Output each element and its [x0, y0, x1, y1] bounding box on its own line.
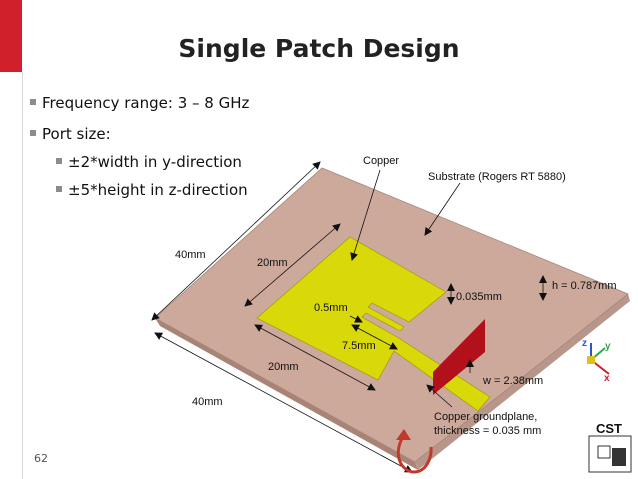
accent-bar	[0, 0, 22, 72]
label-substrate: Substrate (Rogers RT 5880)	[428, 171, 566, 183]
pointer-copper	[350, 169, 381, 261]
label-inset-depth: 7.5mm	[342, 340, 376, 352]
bullet-square-icon	[56, 185, 62, 192]
axis-label-x: x	[604, 373, 610, 384]
label-patch-length: 20mm	[268, 361, 299, 373]
label-patch-width: 20mm	[257, 257, 288, 269]
axis-label-y: y	[605, 341, 611, 352]
label-copper: Copper	[363, 155, 399, 167]
page-number: 62	[34, 452, 48, 465]
label-substrate-height: h = 0.787mm	[552, 280, 617, 292]
bullet-square-icon	[56, 157, 62, 164]
dim-line-sub-length	[154, 332, 413, 473]
waveguide-port	[433, 319, 485, 395]
rotation-arrow-icon	[396, 429, 433, 474]
label-copper-thickness: 0.035mm	[456, 291, 502, 303]
label-feed-width: w = 2.38mm	[482, 375, 543, 387]
pointer-ground-plane	[426, 384, 453, 408]
left-rule	[22, 72, 23, 479]
dim-line-sub-width	[151, 161, 321, 321]
slide-title: Single Patch Design	[178, 34, 460, 63]
pointer-substrate	[424, 182, 461, 236]
substrate-top	[154, 167, 629, 463]
bullet-square-icon	[30, 129, 36, 136]
label-sub-length-bottom: 40mm	[192, 396, 223, 408]
label-ground-plane-line1: Copper groundplane,	[434, 411, 537, 423]
dim-line-inset-depth	[351, 324, 398, 350]
bullet-square-icon	[30, 98, 36, 105]
bullet-port-size: Port size:	[30, 125, 111, 143]
pointer-slot-width	[349, 315, 363, 323]
cst-logo-icon: CST	[588, 421, 632, 473]
bullet-frequency: Frequency range: 3 – 8 GHz	[30, 94, 249, 112]
dim-line-patch-width	[244, 223, 341, 307]
cst-logo-text: CST	[596, 421, 622, 436]
substrate-side-right	[415, 294, 630, 470]
label-sub-width-top: 40mm	[175, 249, 206, 261]
axis-label-z: z	[582, 338, 587, 349]
axes-triad-icon: z y x	[582, 338, 611, 384]
label-slot-width: 0.5mm	[314, 302, 348, 314]
label-ground-plane-line2: thickness = 0.035 mm	[434, 425, 541, 437]
